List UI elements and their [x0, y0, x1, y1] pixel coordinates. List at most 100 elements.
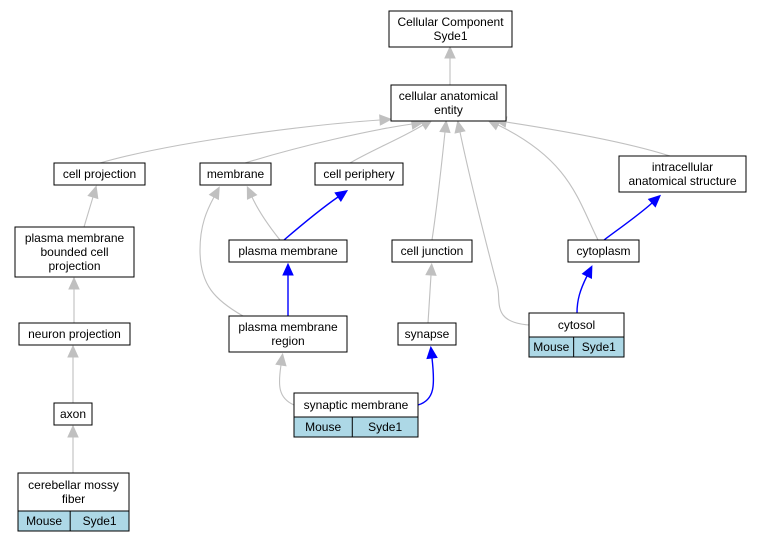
edge-plasmamem-to-periphery: [283, 190, 349, 241]
node-label: cell periphery: [323, 167, 394, 181]
edge-cellproj-to-cae: [99, 114, 393, 164]
edge-line: [431, 131, 446, 241]
arrowhead-icon: [334, 190, 349, 203]
node-box: [391, 239, 473, 263]
annotation-row: [528, 336, 625, 358]
edge-pmregion-to-plasmamem: [282, 262, 294, 316]
node-label: projection: [48, 259, 100, 273]
edge-pmregion-to-membrane: [199, 186, 244, 317]
arrowhead-icon: [282, 262, 294, 276]
node-synapse[interactable]: synapse: [397, 322, 457, 346]
node-label: cellular anatomical: [399, 89, 498, 103]
arrowhead-icon: [425, 262, 437, 276]
edge-membrane-to-cae: [244, 118, 425, 164]
node-label: intracellular: [652, 160, 713, 174]
node-box: [390, 84, 507, 122]
node-celljunction[interactable]: cell junction: [391, 239, 473, 263]
node-label: anatomical structure: [628, 174, 736, 188]
node-label: neuron projection: [28, 327, 121, 341]
annotation-species: Mouse: [533, 340, 569, 354]
node-cellproj[interactable]: cell projection: [53, 162, 146, 186]
edge-synapse-to-celljunction: [425, 262, 437, 324]
edge-line: [278, 364, 295, 406]
edge-line: [349, 124, 424, 164]
edge-line: [244, 123, 413, 164]
edge-line: [99, 119, 381, 164]
node-label: cell projection: [63, 167, 136, 181]
edge-cytoplasm-to-cae: [487, 119, 599, 241]
edge-line: [427, 274, 432, 324]
node-box: [18, 322, 131, 346]
edge-line: [497, 124, 599, 241]
node-label: fiber: [62, 492, 85, 506]
node-label: bounded cell: [40, 245, 108, 259]
annotation-species: Mouse: [305, 420, 341, 434]
node-cytoplasm[interactable]: cytoplasm: [567, 239, 640, 263]
node-box: [293, 392, 419, 418]
arrowhead-icon: [379, 114, 393, 126]
node-periphery[interactable]: cell periphery: [314, 162, 404, 186]
node-label: Syde1: [433, 29, 467, 43]
edge-synmem-to-synapse: [417, 345, 438, 406]
node-neuronproj[interactable]: neuron projection: [18, 322, 131, 346]
edge-line: [603, 202, 653, 241]
node-label: plasma membrane: [238, 244, 338, 258]
node-label: entity: [434, 103, 463, 117]
edge-line: [505, 121, 671, 157]
node-label: plasma membrane: [238, 320, 338, 334]
annotation-row: [17, 510, 130, 532]
edge-celljunction-to-cae: [431, 119, 451, 241]
node-label: cytoplasm: [576, 244, 630, 258]
node-label: membrane: [207, 167, 265, 181]
arrowhead-icon: [208, 186, 220, 201]
node-plasmamem[interactable]: plasma membrane: [228, 239, 348, 263]
node-box: [53, 402, 93, 426]
node-axon[interactable]: axon: [53, 402, 93, 426]
edge-line: [417, 357, 435, 406]
arrowhead-icon: [647, 194, 662, 208]
arrowhead-icon: [581, 265, 593, 280]
edge-mossy-to-axon: [67, 424, 79, 473]
arrowhead-icon: [246, 185, 258, 200]
arrowhead-icon: [444, 45, 456, 59]
annotation-row: [293, 416, 419, 438]
edge-cytoplasm-to-intracell: [603, 194, 662, 241]
node-box: [53, 162, 146, 186]
node-box: [388, 10, 513, 48]
node-box: [14, 226, 135, 278]
node-box: [397, 322, 457, 346]
edge-neuronproj-to-pmbcp: [68, 276, 80, 323]
node-label: synapse: [405, 327, 450, 341]
node-membrane[interactable]: membrane: [199, 162, 272, 186]
arrowhead-icon: [67, 424, 79, 438]
edge-line: [459, 131, 530, 326]
edge-axon-to-neuronproj: [67, 344, 79, 403]
node-label: Cellular Component: [397, 15, 504, 29]
edge-intracell-to-cae: [493, 116, 671, 157]
annotation-gene: Syde1: [582, 340, 616, 354]
edge-plasmamem-to-membrane: [246, 185, 281, 241]
node-box: [228, 239, 348, 263]
edge-line: [283, 196, 339, 241]
edge-pmbcp-to-cellproj: [83, 185, 99, 228]
edge-line: [199, 196, 244, 317]
node-label: cell junction: [401, 244, 464, 258]
node-box: [17, 472, 130, 512]
node-label: region: [271, 334, 304, 348]
node-label: cerebellar mossy: [28, 478, 119, 492]
arrowhead-icon: [87, 185, 99, 200]
node-label: axon: [60, 407, 86, 421]
edge-synmem-to-pmregion: [275, 352, 295, 406]
annotation-species: Mouse: [26, 514, 62, 528]
node-box: [199, 162, 272, 186]
